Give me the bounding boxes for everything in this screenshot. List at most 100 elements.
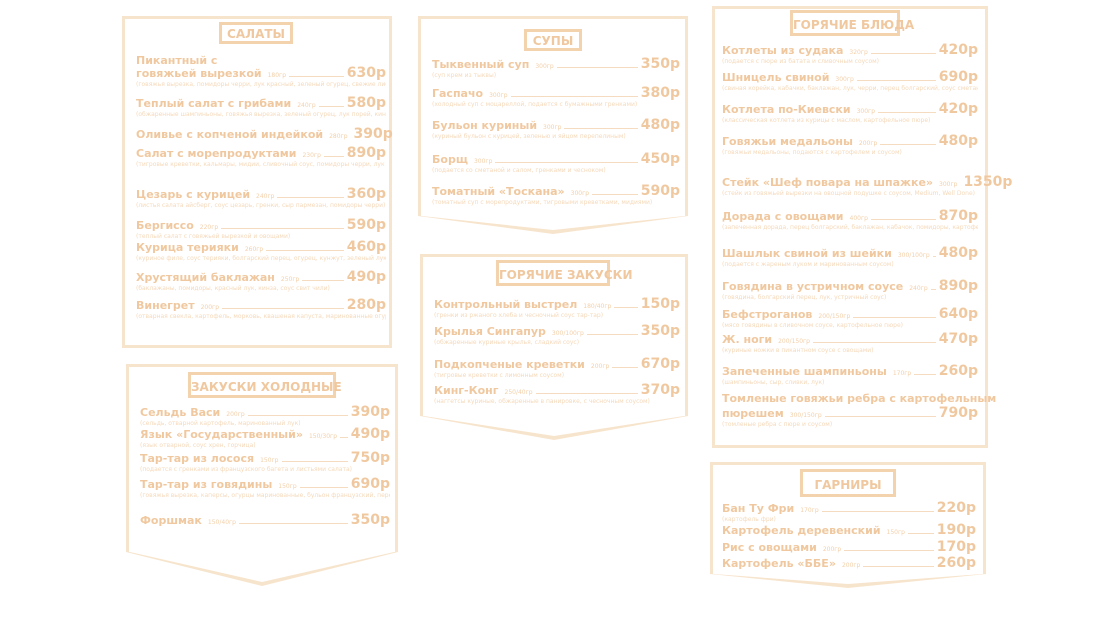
- item-name: Рис с овощами: [722, 541, 817, 554]
- item-description: (обжаренные шампиньоны, говяжья вырезка,…: [136, 111, 386, 118]
- item-price: 260р: [938, 363, 978, 379]
- item-price: 380р: [640, 85, 680, 101]
- item-weight: 150гр: [886, 529, 905, 536]
- leader-line: [564, 128, 638, 129]
- item-description: (гренки из ржаного хлеба и чесночный соу…: [434, 312, 604, 319]
- item-weight: 300гр: [570, 190, 590, 197]
- item-weight: 300гр: [856, 108, 876, 115]
- item-description: (говядина, болгарский перец, лук, устрич…: [722, 294, 887, 301]
- leader-line: [281, 461, 348, 462]
- leader-line: [586, 334, 638, 335]
- item-price: 750р: [350, 450, 390, 466]
- item-name: Кинг-Конг: [434, 384, 499, 397]
- item-weight: 200гр: [226, 411, 245, 418]
- leader-line: [221, 228, 344, 229]
- leader-line: [824, 416, 936, 417]
- item-price: 260р: [936, 555, 976, 571]
- item-description: (говяжья вырезка, каперсы, огурцы марино…: [140, 492, 390, 499]
- leader-line: [812, 342, 936, 343]
- item-description: (мясо говядины в сливочном соусе, картоф…: [722, 322, 903, 329]
- item-price: 640р: [938, 306, 978, 322]
- item-name: пюрешем: [722, 407, 784, 420]
- item-name: Подкопченые креветки: [434, 358, 585, 371]
- item-price: 690р: [350, 476, 390, 492]
- item-name: Тар-тар из говядины: [140, 478, 273, 491]
- item-weight: 260гр: [244, 246, 264, 253]
- item-weight: 150/30гр: [308, 433, 338, 440]
- item-price: 690р: [938, 69, 978, 85]
- item-weight: 150гр: [260, 457, 279, 464]
- item-price: 890р: [938, 278, 978, 294]
- item-price: 220р: [936, 500, 976, 516]
- leader-line: [277, 197, 344, 198]
- item-name: Сельдь Васи: [140, 406, 221, 419]
- item-description: (свиная корейка, кабачки, баклажан, лук,…: [722, 85, 978, 92]
- item-description: (язык отварной, соус хрен, горчица): [140, 442, 256, 449]
- item-weight: 240гр: [256, 193, 275, 200]
- item-description: (сельдь, отварной картофель, маринованны…: [140, 420, 301, 427]
- leader-line: [495, 162, 638, 163]
- item-name: говяжьей вырезкой: [136, 67, 262, 80]
- item-name: Контрольный выстрел: [434, 298, 578, 311]
- menu-item: Томленые говяжьи ребра с картофельным: [722, 393, 996, 405]
- item-description: (обжаренные куриные крылья, сладкий соус…: [434, 339, 580, 346]
- item-price: 490р: [350, 426, 390, 442]
- item-price: 480р: [938, 133, 978, 149]
- item-name: Винегрет: [136, 299, 195, 312]
- item-weight: 320гр: [849, 49, 868, 56]
- item-name: Курица терияки: [136, 241, 239, 254]
- item-name: Форшмак: [140, 514, 202, 527]
- item-weight: 180/40гр: [583, 303, 612, 310]
- item-description: (тигровые креветки с лимонным соусом): [434, 372, 565, 379]
- item-weight: 240гр: [297, 102, 316, 109]
- item-weight: 170гр: [800, 507, 819, 514]
- section-title-cold-appetizers: ЗАКУСКИ ХОЛОДНЫЕ: [188, 372, 342, 398]
- leader-line: [266, 250, 344, 251]
- item-price: 870р: [938, 208, 978, 224]
- leader-line: [856, 80, 936, 81]
- leader-line: [302, 280, 344, 281]
- leader-line: [930, 289, 936, 290]
- item-name: Оливье с копченой индейкой: [136, 128, 324, 141]
- leader-line: [318, 106, 344, 107]
- item-name: Язык «Государственный»: [140, 428, 303, 441]
- item-description: (картофель фри): [722, 516, 776, 523]
- leader-line: [878, 112, 936, 113]
- menu-item: Язык «Государственный» 150/30гр 490р (язык…: [140, 427, 390, 449]
- leader-line: [863, 566, 934, 567]
- leader-line: [510, 96, 638, 97]
- item-description: (теплый салат с говяжьей вырезкой и овощ…: [136, 233, 291, 240]
- item-description: (классическая котлета из курицы с маслом…: [722, 117, 931, 124]
- leader-line: [238, 523, 348, 524]
- item-description: (говяжья вырезка, помидоры черри, лук кр…: [136, 81, 386, 88]
- item-price: 370р: [640, 382, 680, 398]
- item-price: 420р: [938, 42, 978, 58]
- item-price: 1350р: [963, 174, 1013, 190]
- item-name: Томатный «Тоскана»: [432, 185, 565, 198]
- item-price: 480р: [938, 245, 978, 261]
- item-name: Тыквенный суп: [432, 58, 530, 71]
- item-weight: 230гр: [302, 152, 321, 159]
- leader-line: [844, 550, 934, 551]
- item-price: 460р: [346, 239, 386, 255]
- item-weight: 250гр: [280, 276, 300, 283]
- item-weight: 300/100гр: [551, 330, 584, 337]
- item-name: Запеченные шампиньоны: [722, 365, 887, 378]
- leader-line: [247, 415, 348, 416]
- item-name: Бергиссо: [136, 219, 194, 232]
- item-weight: 300гр: [835, 76, 854, 83]
- item-weight: 300гр: [939, 181, 958, 188]
- item-description: (отварная свекла, картофель, морковь, кв…: [136, 313, 386, 320]
- leader-line: [340, 437, 348, 438]
